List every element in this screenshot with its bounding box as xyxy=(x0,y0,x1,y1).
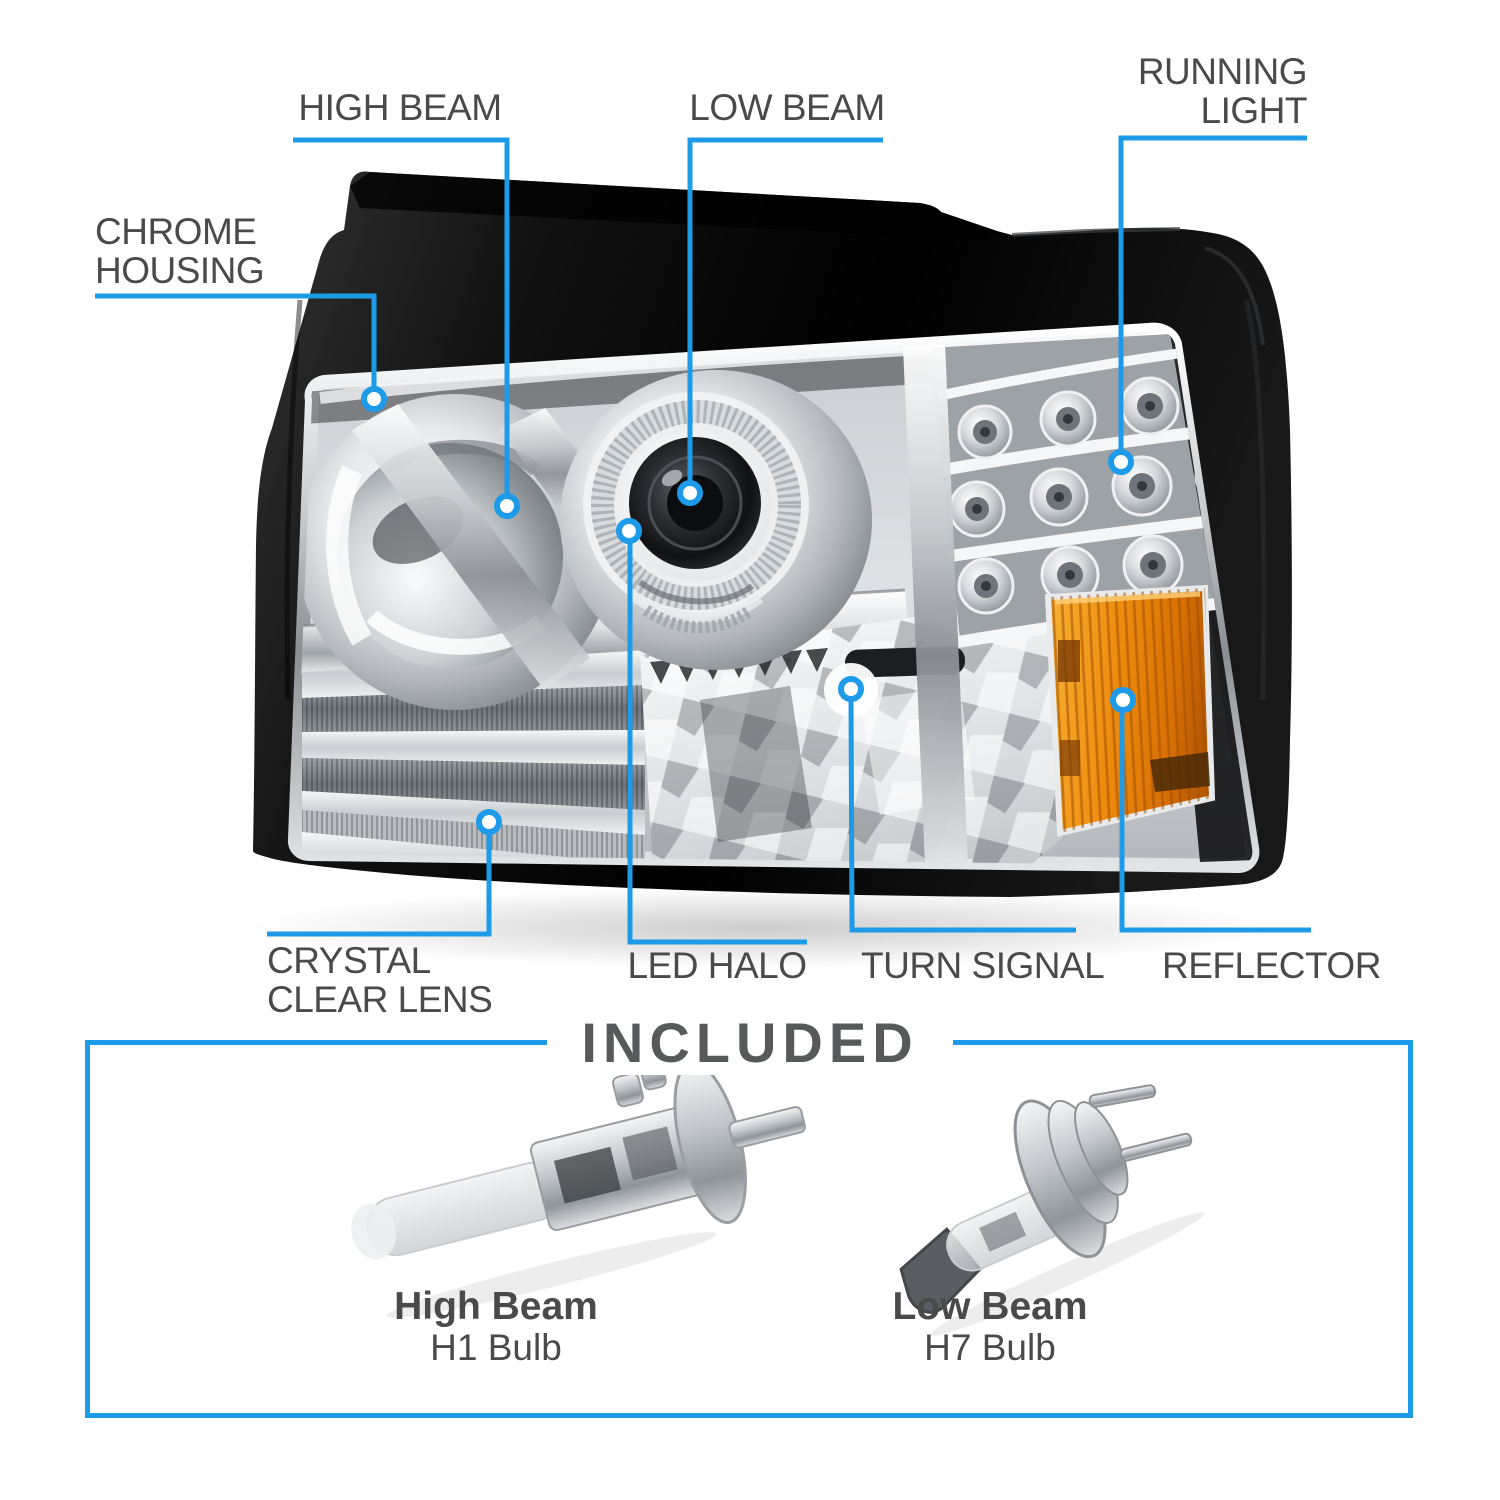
h7-bulb-name: Low Beam xyxy=(892,1285,1088,1328)
included-box xyxy=(85,1040,1413,1418)
chrome-divider-strip xyxy=(903,344,968,866)
h7-bulb-illustration xyxy=(899,1084,1205,1336)
callout-dot-turn-signal xyxy=(838,676,864,702)
callout-dot-chrome-housing xyxy=(361,386,387,412)
callout-line-crystal-clear-lens xyxy=(267,829,492,937)
led-row-3 xyxy=(957,534,1184,615)
lamp-shadow xyxy=(250,888,1270,968)
callout-dot-running-light xyxy=(1108,449,1134,475)
callout-line-reflector xyxy=(1119,707,1311,933)
callout-line-low-beam xyxy=(687,137,883,486)
low-beam-projector xyxy=(560,370,872,670)
callout-line-led-halo xyxy=(627,538,807,945)
low-beam-label: LOW BEAM xyxy=(677,88,897,127)
led-halo-ring xyxy=(591,400,801,610)
low-beam-label-text: LOW BEAM xyxy=(689,87,885,128)
h1-bulb-name: High Beam xyxy=(394,1285,598,1328)
chrome-face xyxy=(287,322,1260,874)
chrome-housing-label-line2: HOUSING xyxy=(95,250,265,291)
reflector-label-text: REFLECTOR xyxy=(1162,945,1381,986)
included-title-wrap: INCLUDED xyxy=(0,1010,1500,1075)
high-beam-label: HIGH BEAM xyxy=(290,88,510,127)
crystal-clear-lens-label-line1: CRYSTAL xyxy=(267,940,431,981)
h1-bulb-label: High Beam H1 Bulb xyxy=(336,1286,656,1368)
high-beam-label-text: HIGH BEAM xyxy=(298,87,502,128)
included-title: INCLUDED xyxy=(547,1010,953,1075)
callout-dot-crystal-clear-lens xyxy=(476,809,502,835)
chrome-housing-label-line1: CHROME xyxy=(95,211,257,252)
turn-signal-label-text: TURN SIGNAL xyxy=(861,945,1105,986)
callout-line-high-beam xyxy=(293,137,510,499)
chrome-blade xyxy=(352,404,590,690)
running-light-label-line1: RUNNING xyxy=(1137,51,1308,92)
led-halo-label: LED HALO xyxy=(607,946,827,985)
high-beam-reflector xyxy=(297,394,613,710)
turn-signal-label: TURN SIGNAL xyxy=(861,945,1105,986)
running-light-label-line2: LIGHT xyxy=(1200,90,1308,131)
chrome-housing-label: CHROME HOUSING xyxy=(95,211,265,291)
led-row-1 xyxy=(957,376,1180,460)
callout-lines xyxy=(95,135,1311,945)
callout-dot-led-halo xyxy=(616,518,642,544)
callout-dot-low-beam xyxy=(677,480,703,506)
h1-bulb-illustration xyxy=(351,1060,806,1318)
crystal-clear-lens-label-line2: CLEAR LENS xyxy=(267,979,493,1020)
reflector-label: REFLECTOR xyxy=(1162,946,1381,985)
callout-dot-reflector xyxy=(1110,687,1136,713)
callout-line-turn-signal xyxy=(848,695,1076,933)
h1-bulb-type: H1 Bulb xyxy=(430,1327,562,1368)
callout-line-chrome-housing xyxy=(95,293,377,392)
callout-line-running-light xyxy=(1118,135,1307,455)
h7-bulb-type: H7 Bulb xyxy=(924,1327,1056,1368)
crystal-clear-lens-label: CRYSTAL CLEAR LENS xyxy=(267,940,493,1020)
h7-bulb-label: Low Beam H7 Bulb xyxy=(830,1286,1150,1368)
running-light-label: RUNNING LIGHT xyxy=(1137,51,1308,131)
callout-dot-high-beam xyxy=(494,493,520,519)
housing-top-face xyxy=(350,172,997,240)
led-halo-label-text: LED HALO xyxy=(627,945,807,986)
